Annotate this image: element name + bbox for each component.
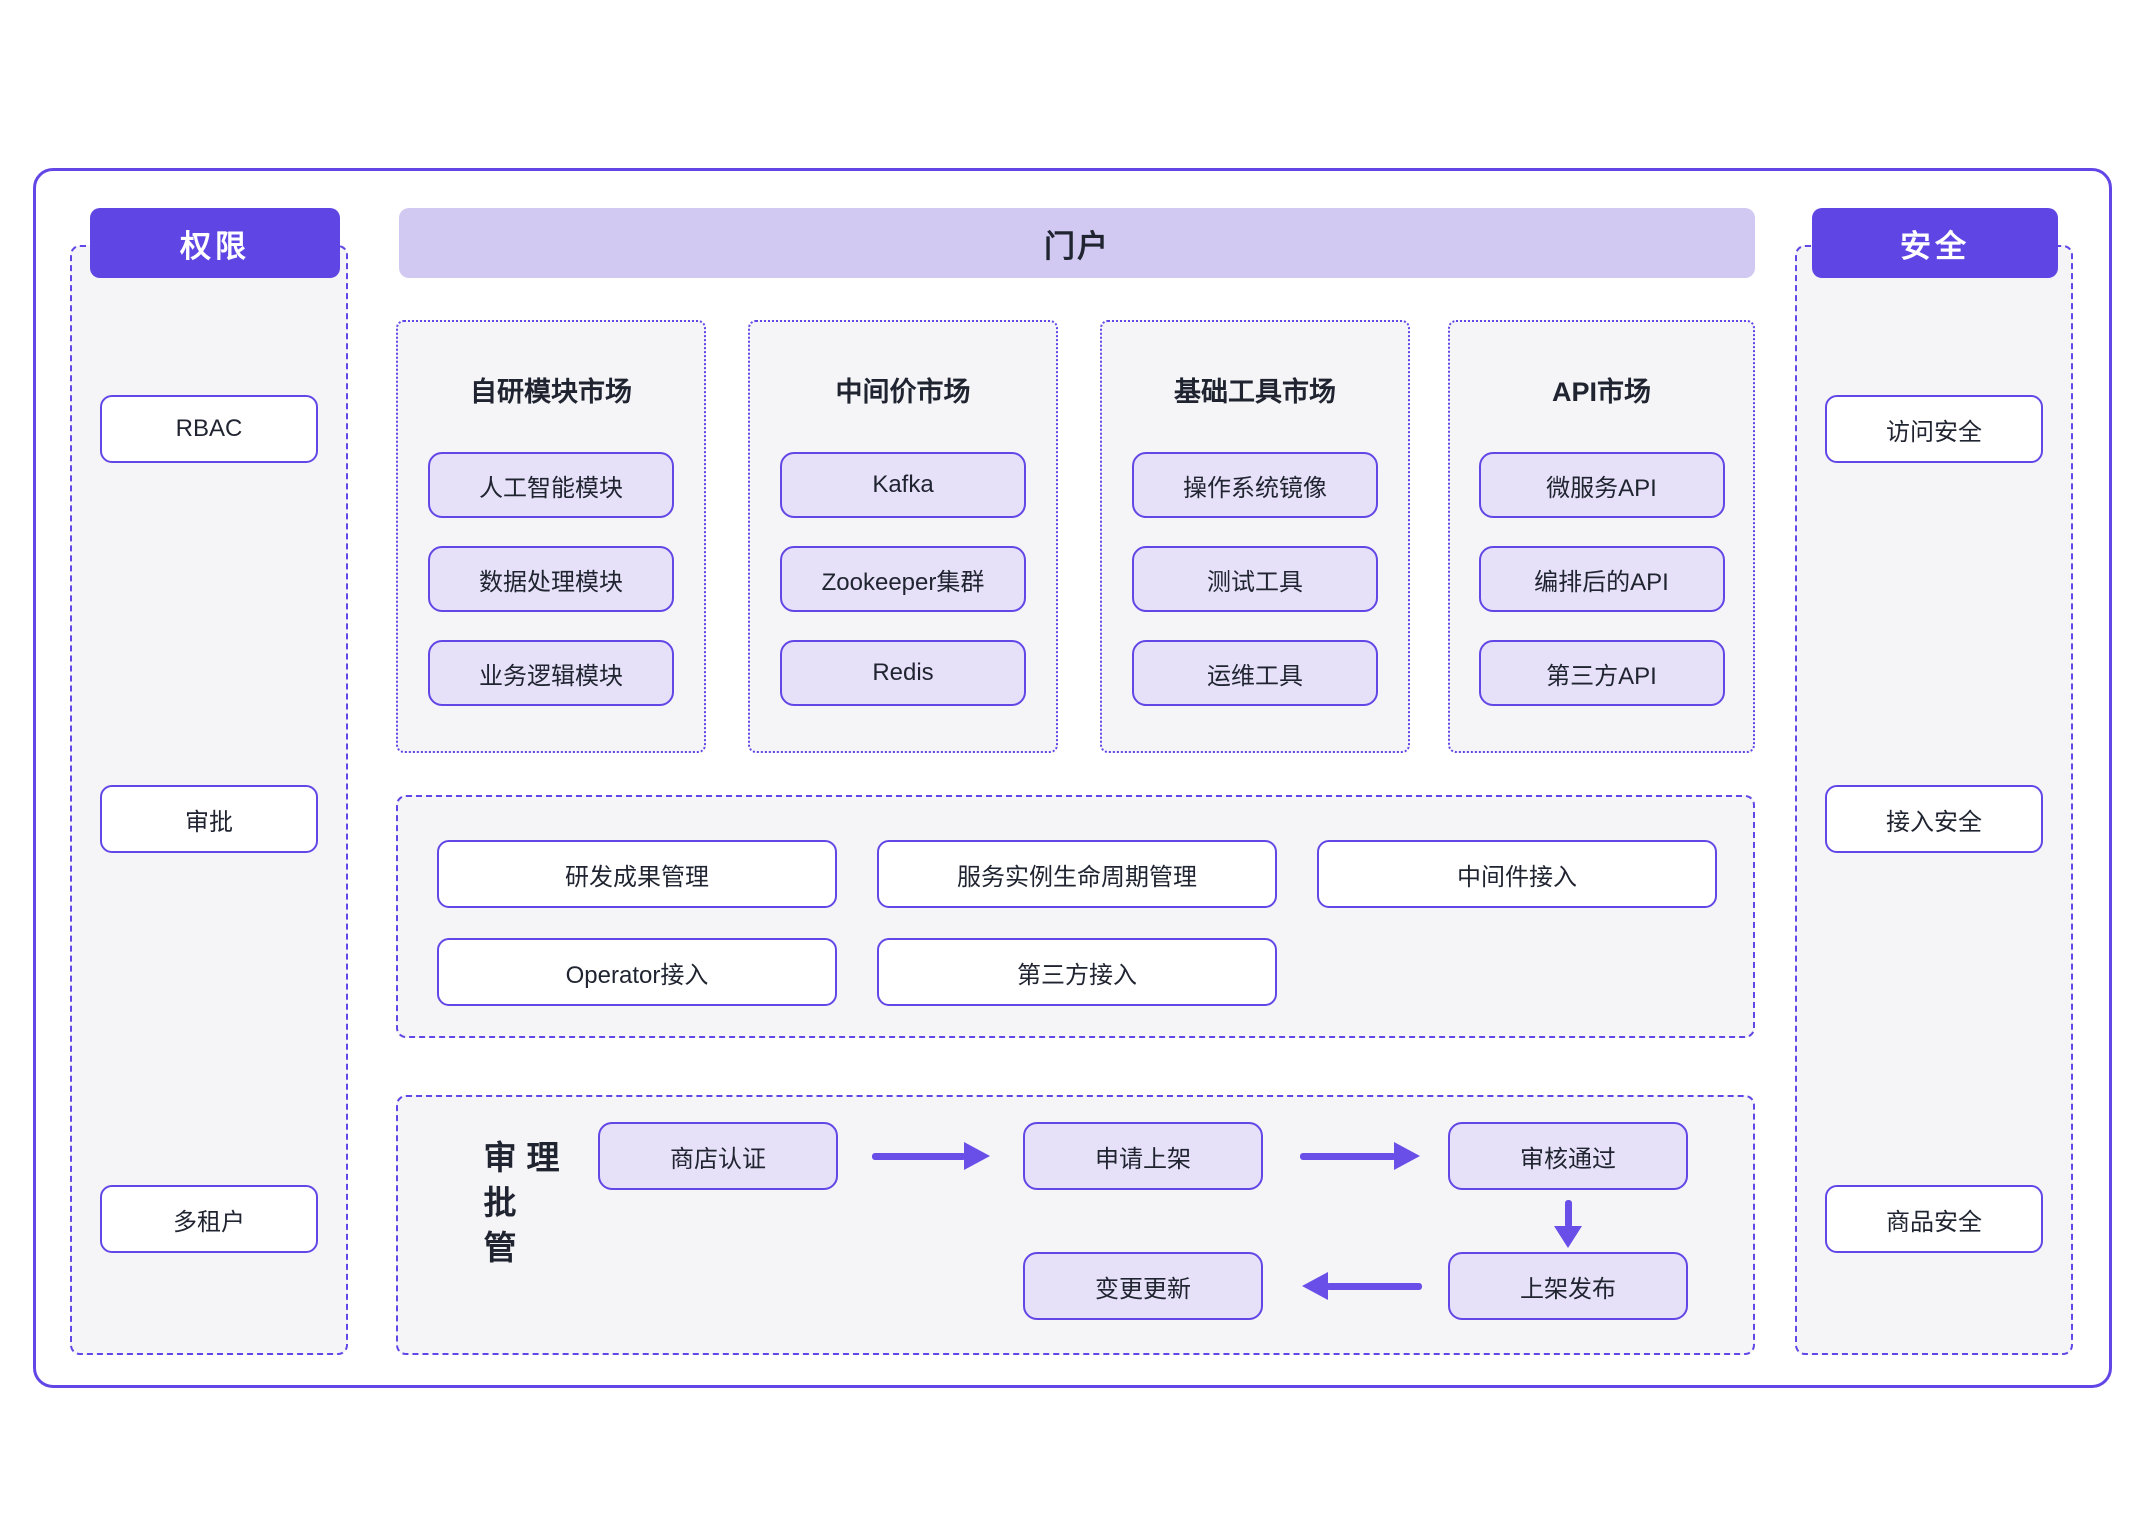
market-column-middleware: 中间价市场 Kafka Zookeeper集群 Redis <box>748 320 1058 753</box>
market-title: API市场 <box>1551 377 1651 407</box>
management-middleware-access: 中间件接入 <box>1317 840 1717 908</box>
market-item: 第三方API <box>1478 640 1725 706</box>
market-item: 操作系统镜像 <box>1132 452 1378 518</box>
market-column-api: API市场 微服务API 编排后的API 第三方API <box>1448 320 1755 753</box>
market-item: 数据处理模块 <box>428 546 674 612</box>
market-item: 编排后的API <box>1478 546 1725 612</box>
market-title: 中间价市场 <box>835 377 971 407</box>
flow-step-publish: 上架发布 <box>1448 1252 1688 1320</box>
permissions-header: 权限 <box>90 208 340 278</box>
flow-step-apply-listing: 申请上架 <box>1023 1122 1263 1190</box>
permissions-item-multitenant: 多租户 <box>100 1185 318 1253</box>
arrow-certification-to-apply <box>872 1142 990 1170</box>
arrow-apply-to-review <box>1300 1142 1420 1170</box>
security-item-integration: 接入安全 <box>1825 785 2043 853</box>
portal-banner: 门户 <box>399 208 1755 278</box>
management-operator-access: Operator接入 <box>437 938 837 1006</box>
market-item: Kafka <box>780 452 1026 518</box>
market-item: 人工智能模块 <box>428 452 674 518</box>
approval-flow-label: 审批管理 <box>479 1140 559 1275</box>
permissions-item-rbac: RBAC <box>100 395 318 463</box>
permissions-item-approval: 审批 <box>100 785 318 853</box>
management-thirdparty-access: 第三方接入 <box>877 938 1277 1006</box>
market-column-basic-tools: 基础工具市场 操作系统镜像 测试工具 运维工具 <box>1100 320 1410 753</box>
market-item: Zookeeper集群 <box>780 546 1026 612</box>
market-title: 自研模块市场 <box>470 377 632 407</box>
flow-step-store-certification: 商店认证 <box>598 1122 838 1190</box>
flow-step-review-passed: 审核通过 <box>1448 1122 1688 1190</box>
security-item-product: 商品安全 <box>1825 1185 2043 1253</box>
market-item: 微服务API <box>1478 452 1725 518</box>
market-item: 业务逻辑模块 <box>428 640 674 706</box>
market-title: 基础工具市场 <box>1174 377 1336 407</box>
arrow-review-to-publish <box>1554 1200 1582 1248</box>
arrow-publish-to-update <box>1302 1272 1422 1300</box>
market-item: 测试工具 <box>1132 546 1378 612</box>
market-column-self-developed: 自研模块市场 人工智能模块 数据处理模块 业务逻辑模块 <box>396 320 706 753</box>
security-item-access: 访问安全 <box>1825 395 2043 463</box>
market-item: Redis <box>780 640 1026 706</box>
market-item: 运维工具 <box>1132 640 1378 706</box>
management-service-lifecycle: 服务实例生命周期管理 <box>877 840 1277 908</box>
management-rd-results: 研发成果管理 <box>437 840 837 908</box>
security-header: 安全 <box>1812 208 2058 278</box>
flow-step-change-update: 变更更新 <box>1023 1252 1263 1320</box>
